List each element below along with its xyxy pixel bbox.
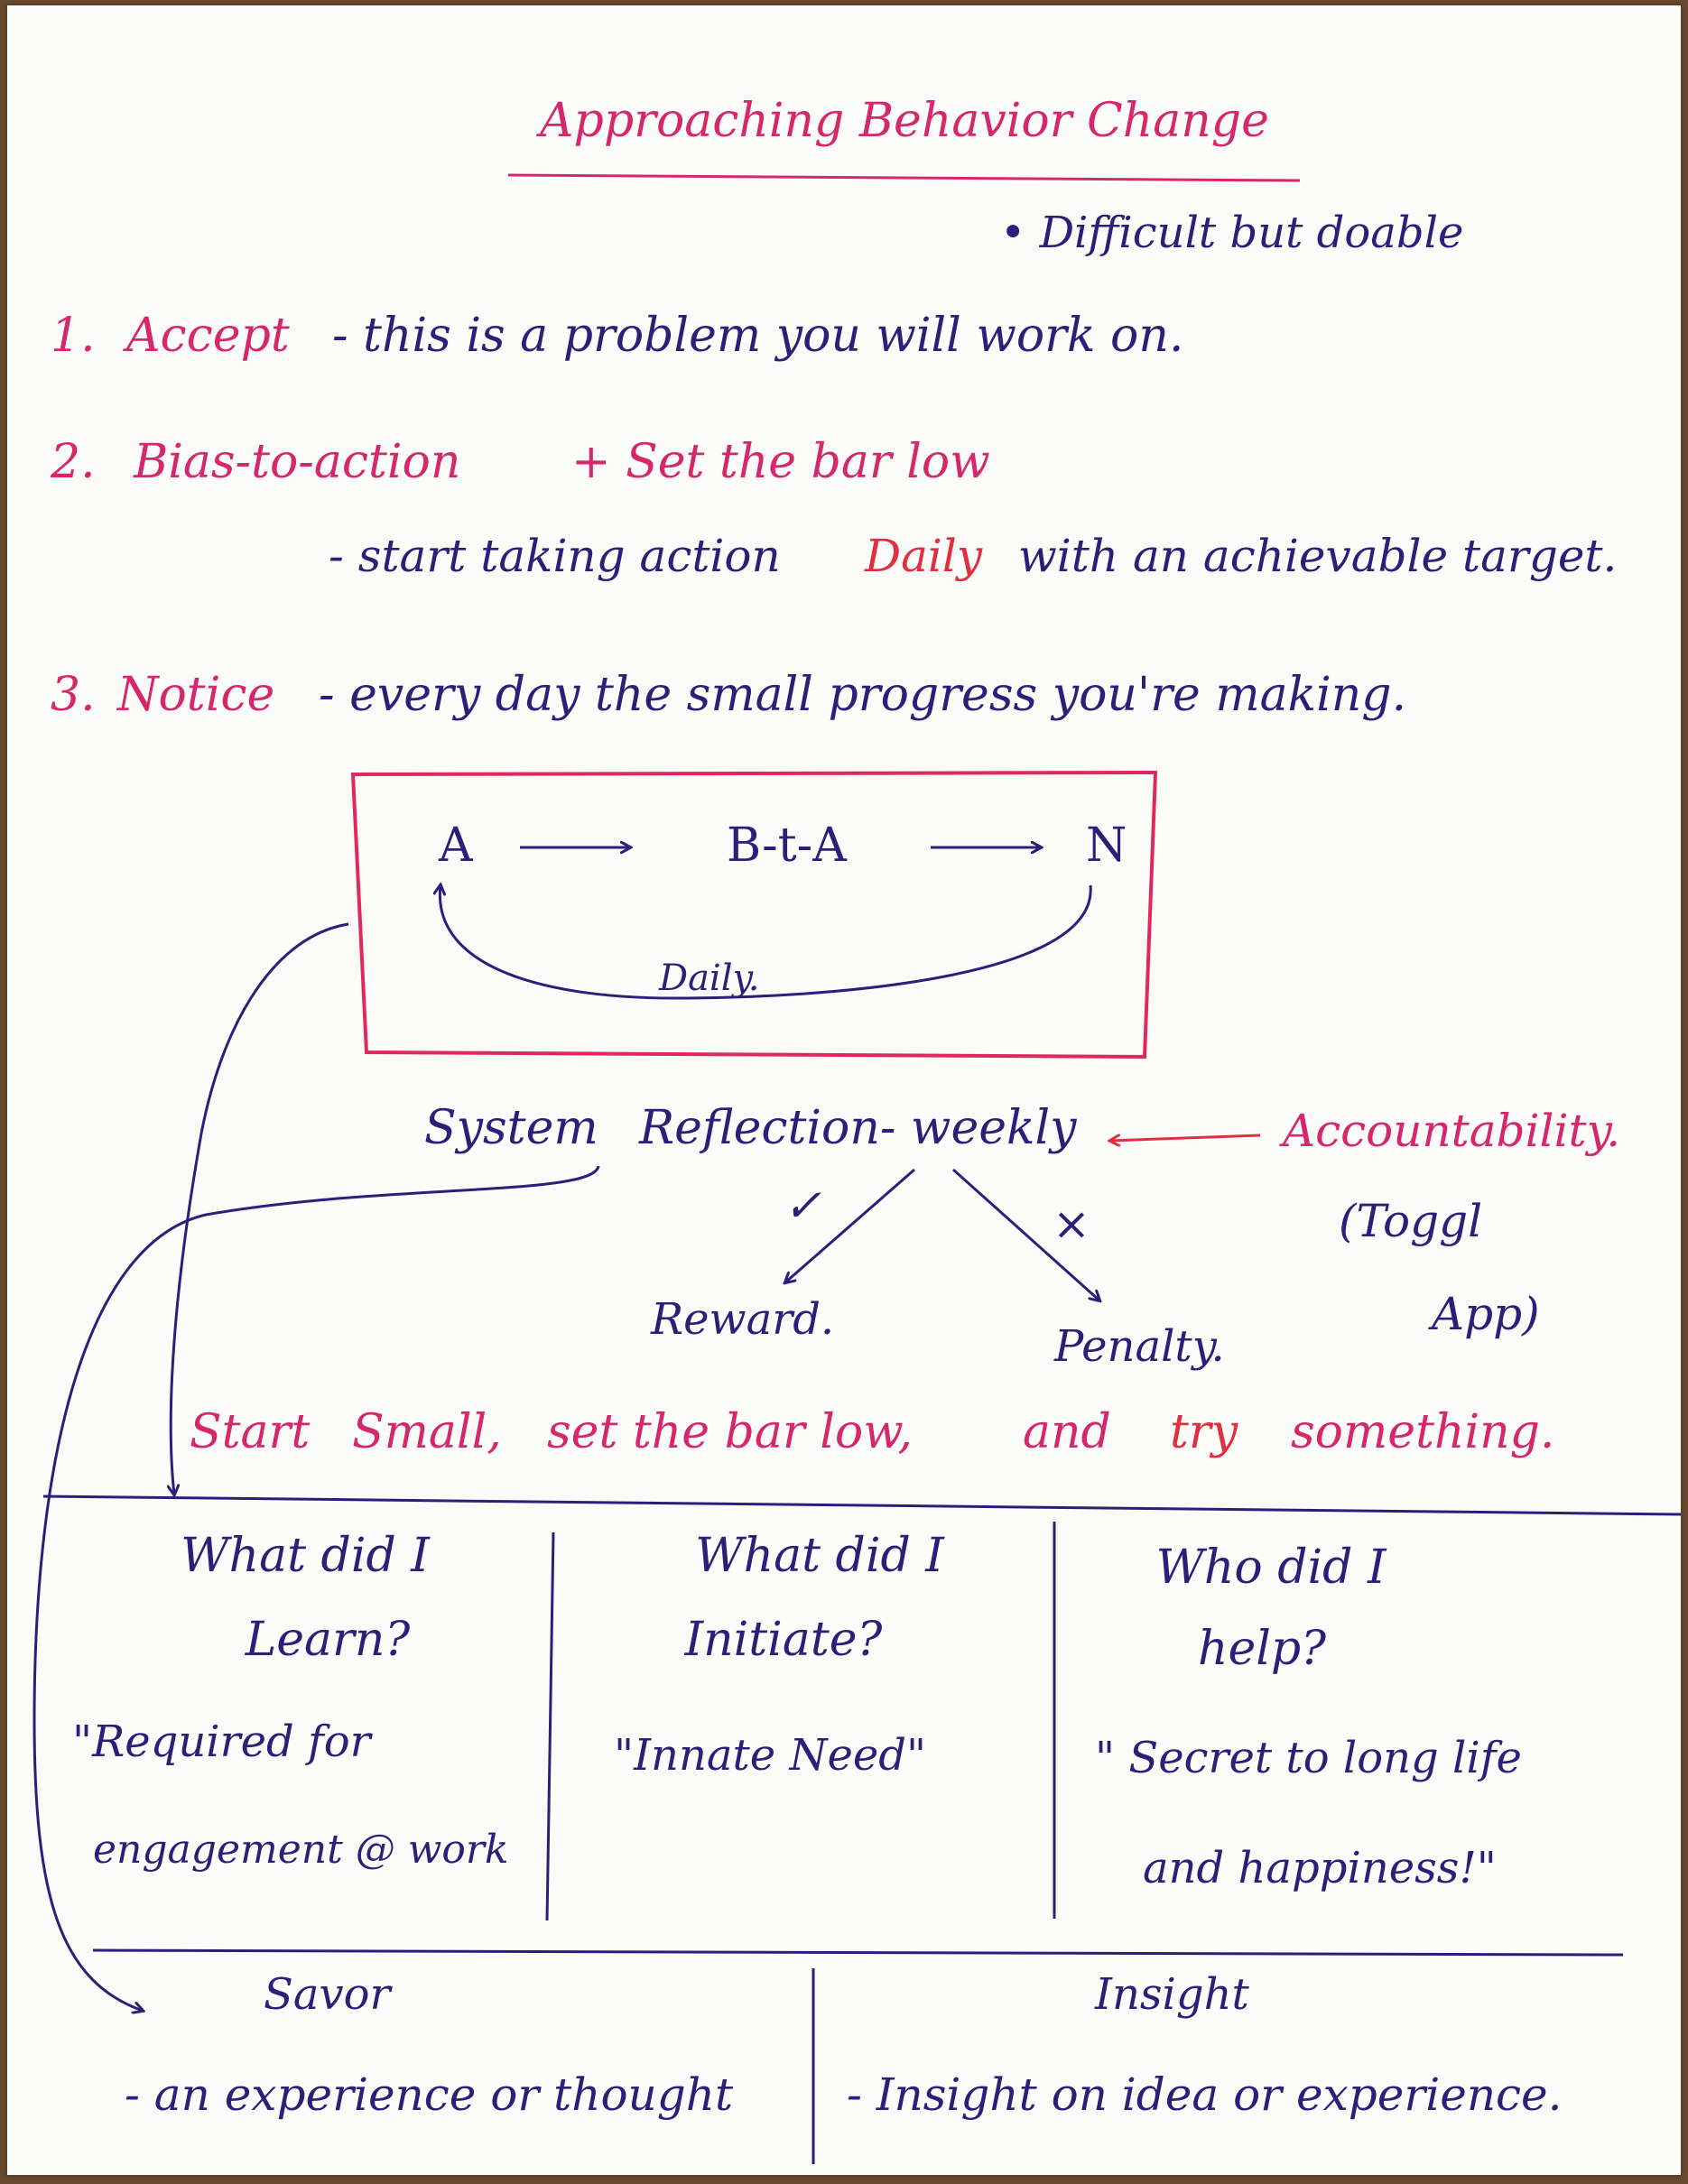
- cycle-node-n: N: [1086, 819, 1127, 873]
- column-3-answer-line-1: " Secret to long life: [1095, 1733, 1522, 1783]
- motto-word-5: try: [1170, 1405, 1238, 1459]
- motto-word-3: set the bar low,: [547, 1405, 914, 1459]
- column-1-question-line-2: Learn?: [245, 1613, 411, 1667]
- step-3-number: 3.: [51, 668, 96, 722]
- motto-word-1: Start: [190, 1405, 311, 1459]
- subtitle: • Difficult but doable: [1000, 208, 1464, 258]
- cycle-loop-label: Daily.: [659, 958, 760, 999]
- arrow-system-to-savor: [32, 1165, 600, 2011]
- column-3-question-line-2: help?: [1197, 1622, 1327, 1676]
- accountability-label: Accountability.: [1283, 1105, 1621, 1157]
- divider-top: [42, 1495, 1681, 1516]
- step-2-desc-post: with an achievable target.: [1018, 530, 1618, 582]
- column-divider-1: [545, 1532, 555, 1921]
- cycle-box: [350, 770, 1158, 1060]
- column-2-question-line-2: Initiate?: [684, 1613, 883, 1667]
- column-1-answer-line-1: "Required for: [72, 1717, 371, 1767]
- step-1-number: 1.: [51, 309, 96, 363]
- page-title: Approaching Behavior Change: [540, 94, 1269, 148]
- cycle-node-a: A: [439, 819, 473, 873]
- column-3-question-line-1: Who did I: [1155, 1541, 1387, 1595]
- divider-bottom: [92, 1948, 1624, 1957]
- insight-heading: Insight: [1095, 1969, 1249, 2020]
- arrow-accountability: [1110, 1134, 1261, 1141]
- toggl-app-line-1: (Toggl: [1339, 1195, 1483, 1247]
- column-2-answer: "Innate Need": [614, 1730, 927, 1781]
- step-2-number: 2.: [51, 435, 96, 489]
- motto-word-4: and: [1023, 1405, 1111, 1459]
- title-underline: [507, 173, 1301, 182]
- arrow-box-to-learn: [171, 922, 349, 1495]
- cycle-node-bta: B-t-A: [727, 819, 847, 873]
- arrow-to-reward: [785, 1168, 915, 1282]
- savor-text: - an experience or thought: [125, 2068, 734, 2121]
- column-2-question-line-1: What did I: [695, 1529, 944, 1583]
- column-3-answer-line-2: and happiness!": [1143, 1843, 1497, 1893]
- motto-word-2: Small,: [352, 1405, 502, 1459]
- penalty-label: Penalty.: [1054, 1321, 1225, 1372]
- insight-text: - Insight on idea or experience.: [847, 2068, 1563, 2121]
- motto-word-6: something.: [1291, 1405, 1555, 1459]
- sketch-lines: [32, 173, 1681, 2164]
- step-2-desc-pre: - start taking action: [329, 530, 781, 582]
- step-2-desc-highlight: Daily: [865, 530, 983, 582]
- note-paper: Approaching Behavior Change • Difficult …: [7, 5, 1681, 2175]
- step-2-name: Bias-to-action: [134, 435, 461, 489]
- cross-mark-icon: ×: [1053, 1198, 1090, 1250]
- arrow-daily-loop: [440, 885, 1092, 1000]
- arrow-to-penalty: [951, 1168, 1099, 1300]
- column-1-answer-line-2: engagement @ work: [93, 1827, 509, 1873]
- step-1-desc: - this is a problem you will work on.: [332, 309, 1184, 363]
- system-label: System: [424, 1101, 598, 1155]
- reflection-label: Reflection- weekly: [639, 1101, 1077, 1155]
- step-1-name: Accept: [126, 309, 290, 363]
- step-2-extra: + Set the bar low: [571, 435, 990, 489]
- check-mark-icon: ✓: [784, 1180, 821, 1232]
- savor-heading: Savor: [264, 1969, 391, 2020]
- step-3-name: Notice: [117, 668, 275, 722]
- toggl-app-line-2: App): [1432, 1288, 1540, 1340]
- column-1-question-line-1: What did I: [181, 1529, 430, 1583]
- reward-label: Reward.: [651, 1294, 835, 1345]
- step-3-desc: - every day the small progress you're ma…: [319, 668, 1407, 722]
